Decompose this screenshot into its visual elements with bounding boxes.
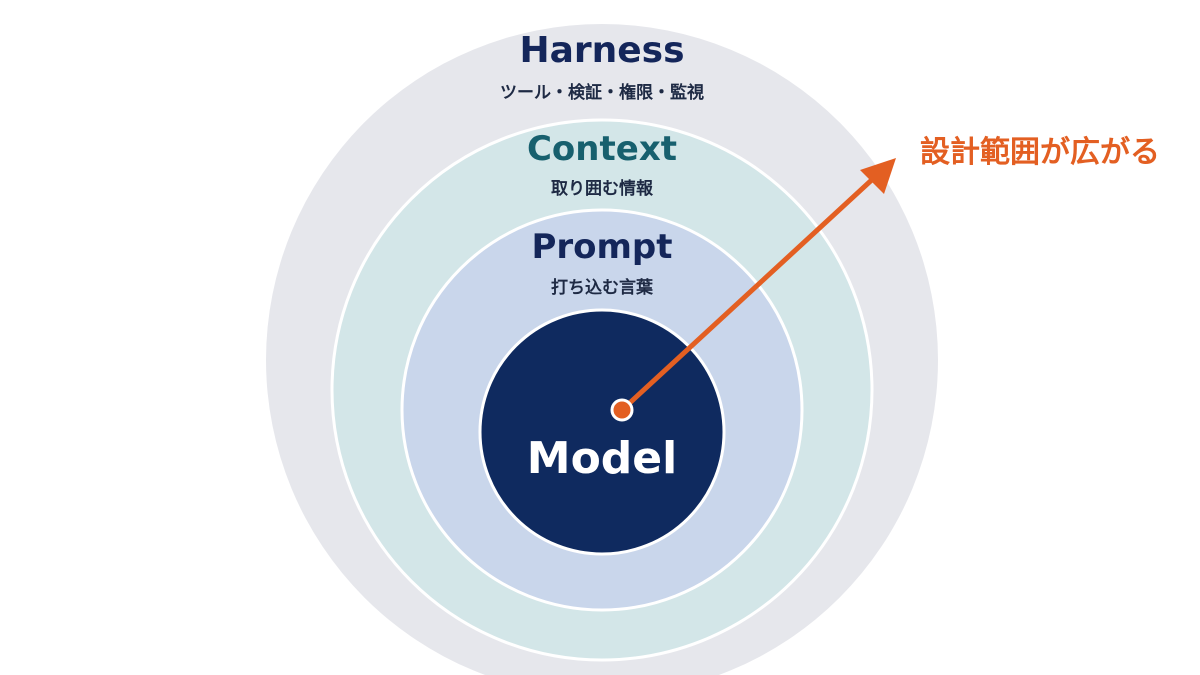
prompt-subtitle: 打ち込む言葉 — [551, 277, 654, 298]
context-subtitle: 取り囲む情報 — [551, 178, 654, 199]
harness-subtitle: ツール・検証・権限・監視 — [500, 82, 704, 103]
expansion-arrow-head — [860, 158, 896, 194]
prompt-title: Prompt — [531, 227, 672, 267]
harness-title: Harness — [519, 30, 684, 71]
model-title: Model — [527, 433, 677, 484]
context-title: Context — [527, 129, 677, 169]
expansion-arrow-shaft — [619, 173, 879, 413]
expansion-arrow-label: 設計範囲が広がる — [920, 135, 1160, 170]
arrow-up-right-icon — [610, 158, 896, 422]
expansion-arrow-origin-dot — [610, 398, 634, 422]
